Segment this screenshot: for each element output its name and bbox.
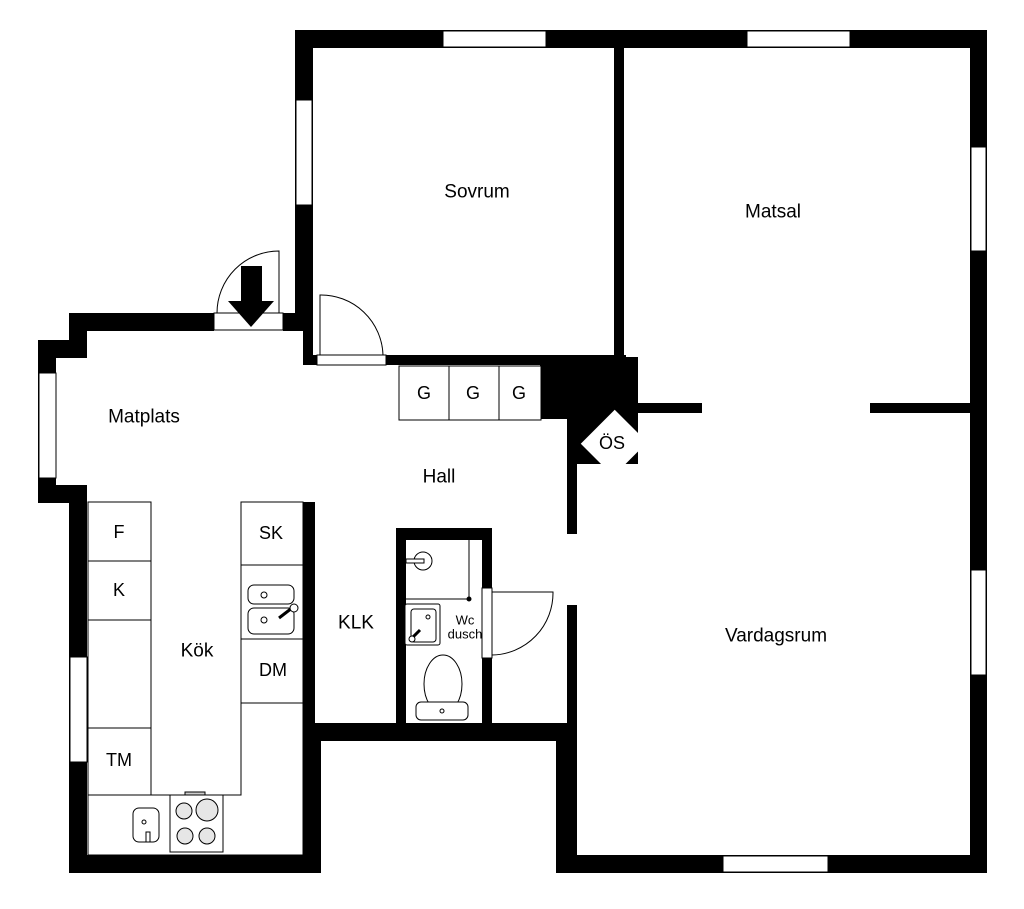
fridge-label: K [112,580,126,600]
freezer-label: F [113,522,125,542]
toilet-icon [415,654,469,721]
room-label-matplats: Matplats [108,406,180,428]
room-label-hall: Hall [422,466,456,488]
sk-label: SK [258,523,284,543]
tm-label: TM [106,750,132,770]
chimney [580,409,648,477]
chimney-label: ÖS [598,433,626,453]
kitchen-sink-icon [247,584,299,635]
room-label-klk: KLK [338,612,374,634]
shower-icon [405,551,433,571]
wardrobes [398,365,542,421]
wash-basin-icon [132,807,160,843]
wardrobe-label-3: G [511,383,527,403]
doors [213,250,554,659]
stove-icon [169,791,224,853]
room-label-matsal: Matsal [745,201,801,223]
room-label-vardagsrum: Vardagsrum [724,625,828,647]
bathroom-fixtures [404,540,472,721]
room-label-wc: Wc dusch [447,612,483,641]
dm-label: DM [259,660,287,680]
room-label-kok: Kök [180,640,214,662]
wardrobe-label-2: G [465,383,481,403]
wardrobe-label-1: G [416,383,432,403]
room-label-sovrum: Sovrum [444,181,510,203]
walls [38,30,987,873]
basin-icon [404,603,441,646]
windows [38,30,987,873]
entrance-arrow-icon [228,266,274,327]
